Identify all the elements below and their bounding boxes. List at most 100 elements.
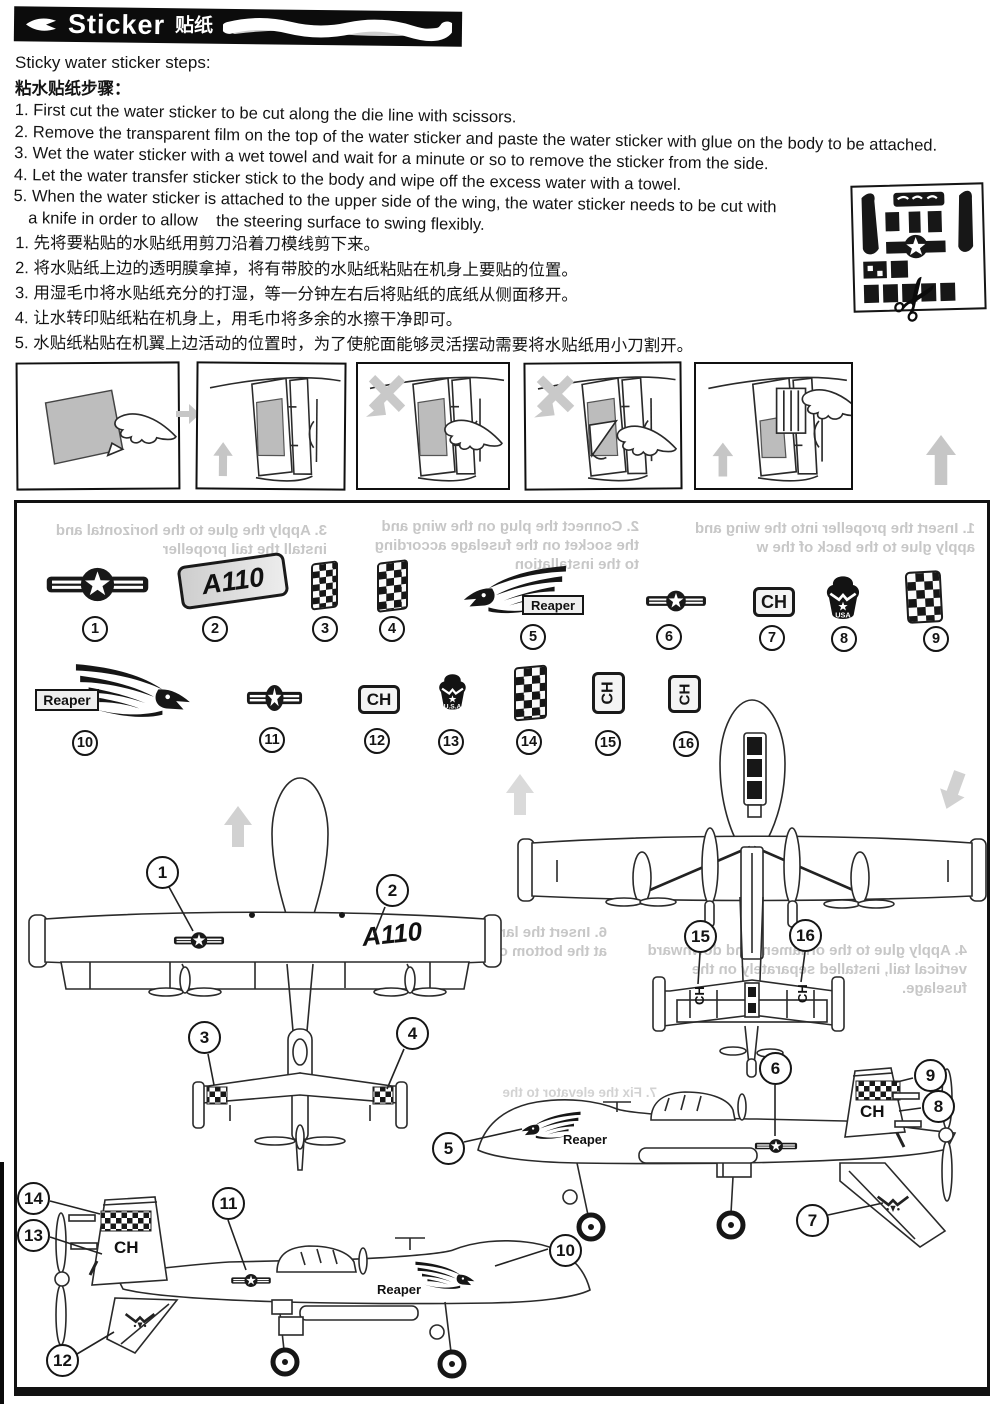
plane-callout: 8: [922, 1090, 955, 1123]
sticker-item-ch-rotated: CH: [592, 672, 625, 714]
usa-label: USA: [835, 611, 851, 620]
ch-marking: CH: [692, 986, 707, 1005]
a110-marking: A110: [359, 916, 424, 952]
sticker-number: 10: [72, 730, 98, 756]
plane-side-view-right: CH Reaper: [463, 1067, 957, 1248]
sticker-item-reaper-eagle: Reaper: [454, 563, 606, 619]
down-arrow-icon: [940, 770, 966, 809]
reaper-marking: Reaper: [377, 1282, 421, 1297]
sticker-item-ch-rotated: CH: [668, 675, 701, 713]
scan-edge-artifact: [0, 1162, 4, 1404]
plane-callout: 16: [789, 919, 822, 952]
sticker-item-ch: CH: [753, 587, 795, 617]
step-cn-2: 2. 将水贴纸上边的透明膜拿掉，将有带胶的水贴纸粘贴在机身上要贴的位置。: [15, 259, 579, 280]
sticker-number: 12: [364, 728, 390, 754]
sticker-item-checker: [377, 559, 408, 613]
instruction-frame-4: [523, 361, 683, 491]
sticker-number: 11: [259, 727, 285, 753]
plane-callout: 2: [376, 874, 409, 907]
diagram-art: A110: [28, 699, 987, 1379]
plane-side-view-left: CH Reaper: [49, 1196, 591, 1379]
sticker-item-star-roundel: [645, 589, 707, 613]
up-arrow-icon: [506, 774, 534, 815]
sticker-placement-diagram: 3. Apply the glue to the horizontal and …: [14, 500, 990, 1396]
frame-5-art: [707, 376, 863, 482]
usa-label: U.S.A: [444, 703, 462, 710]
sticker-number: 13: [438, 729, 464, 755]
sticker-item-checker: [904, 570, 944, 624]
intro-line-en: Sticky water sticker steps:: [15, 53, 211, 72]
sticker-number: 9: [923, 626, 949, 652]
plane-callout: 15: [684, 920, 717, 953]
sticker-number: 1: [82, 616, 108, 642]
sticker-item-ch: CH: [358, 685, 400, 714]
frame-2-art: [208, 376, 342, 483]
sticker-number: 16: [673, 731, 699, 757]
section-title: Sticker: [67, 8, 166, 41]
sticker-item-reaper-eagle: Reaper: [35, 659, 200, 733]
checker-marking: [100, 1210, 152, 1232]
sticker-item-checker: [514, 664, 547, 722]
ch-marking: CH: [114, 1238, 139, 1257]
plane-callout: 14: [17, 1182, 50, 1215]
plane-callout: 10: [549, 1234, 582, 1267]
sticker-number: 15: [595, 730, 621, 756]
instruction-frame-3: [356, 362, 510, 490]
steps-chinese: 1. 先将要粘贴的水贴纸用剪刀沿着刀模线剪下来。 2. 将水贴纸上边的透明膜拿掉…: [15, 231, 856, 360]
ch-marking: CH: [795, 984, 810, 1003]
checker-marking: [372, 1086, 394, 1105]
reaper-marking: Reaper: [563, 1132, 607, 1147]
steps-english: 1. First cut the water sticker to be cut…: [13, 100, 993, 243]
instruction-frame-2: [195, 361, 347, 491]
step-cn-3: 3. 用湿毛巾将水贴纸充分的打湿，等一分钟左右后将贴纸的底纸从侧面移开。: [14, 284, 578, 305]
reaper-label: Reaper: [522, 595, 584, 615]
checker-marking: [206, 1086, 228, 1105]
sticker-item-usaf-emblem: USA: [823, 575, 863, 623]
sticker-item-star-roundel: [45, 561, 150, 608]
plane-callout: 11: [212, 1187, 245, 1220]
sticker-number: 7: [759, 625, 785, 651]
ch-label: CH: [675, 683, 693, 705]
plane-callout: 13: [17, 1219, 50, 1252]
reaper-label: Reaper: [35, 689, 99, 711]
step-cn-4: 4. 让水转印贴纸粘在机身上，用毛巾将多余的水擦干净即可。: [14, 309, 463, 330]
plane-callout: 12: [46, 1344, 79, 1377]
sticker-number: 6: [656, 624, 682, 650]
frame-1-art: [44, 389, 177, 465]
right-arrow-icon: [176, 404, 200, 424]
sticker-number: 14: [516, 729, 542, 755]
ch-label: CH: [599, 681, 617, 705]
sticker-number: 2: [202, 616, 228, 642]
plane-top-view-a110: A110: [28, 777, 502, 1171]
step-cn-5: 5. 水贴纸粘贴在机翼上边活动的位置时，为了使舵面能够灵活摆动需要将水贴纸用小刀…: [14, 334, 694, 356]
plane-callout: 6: [759, 1052, 792, 1085]
sticker-number: 4: [379, 616, 405, 642]
plane-callout: 7: [796, 1204, 829, 1237]
up-arrow-icon: [224, 806, 252, 847]
sticker-number: 3: [312, 616, 338, 642]
frame-3-art: [366, 374, 505, 482]
sticker-item-a110: A110: [176, 551, 290, 611]
up-arrow-icon: [926, 435, 956, 485]
a110-plate-label: A110: [176, 551, 290, 611]
instruction-frame-5: [694, 362, 863, 490]
sticker-item-star-roundel: [246, 683, 303, 713]
intro-line-cn: 粘水贴纸步骤：: [15, 80, 131, 98]
instruction-frame-1: [15, 361, 181, 491]
sticker-number: 5: [520, 624, 546, 650]
ch-marking: CH: [860, 1102, 885, 1121]
plane-callout: 5: [432, 1132, 465, 1165]
frame-4-art: [534, 375, 678, 483]
sticker-sheet-figure: ✂: [850, 182, 995, 357]
sticker-number: 8: [831, 626, 857, 652]
sticker-sheet-art: [861, 190, 974, 304]
plane-bottom-view: CH CH: [517, 699, 987, 1078]
section-header: Sticker 贴纸: [13, 6, 463, 47]
sticker-item-checker: [311, 560, 338, 611]
step-cn-1: 1. 先将要粘贴的水贴纸用剪刀沿着刀模线剪下来。: [15, 234, 381, 254]
checker-marking: [855, 1080, 901, 1101]
scribble-decoration: [222, 17, 453, 41]
plane-callout: 9: [914, 1059, 947, 1092]
section-title-cn: 贴纸: [174, 15, 214, 37]
